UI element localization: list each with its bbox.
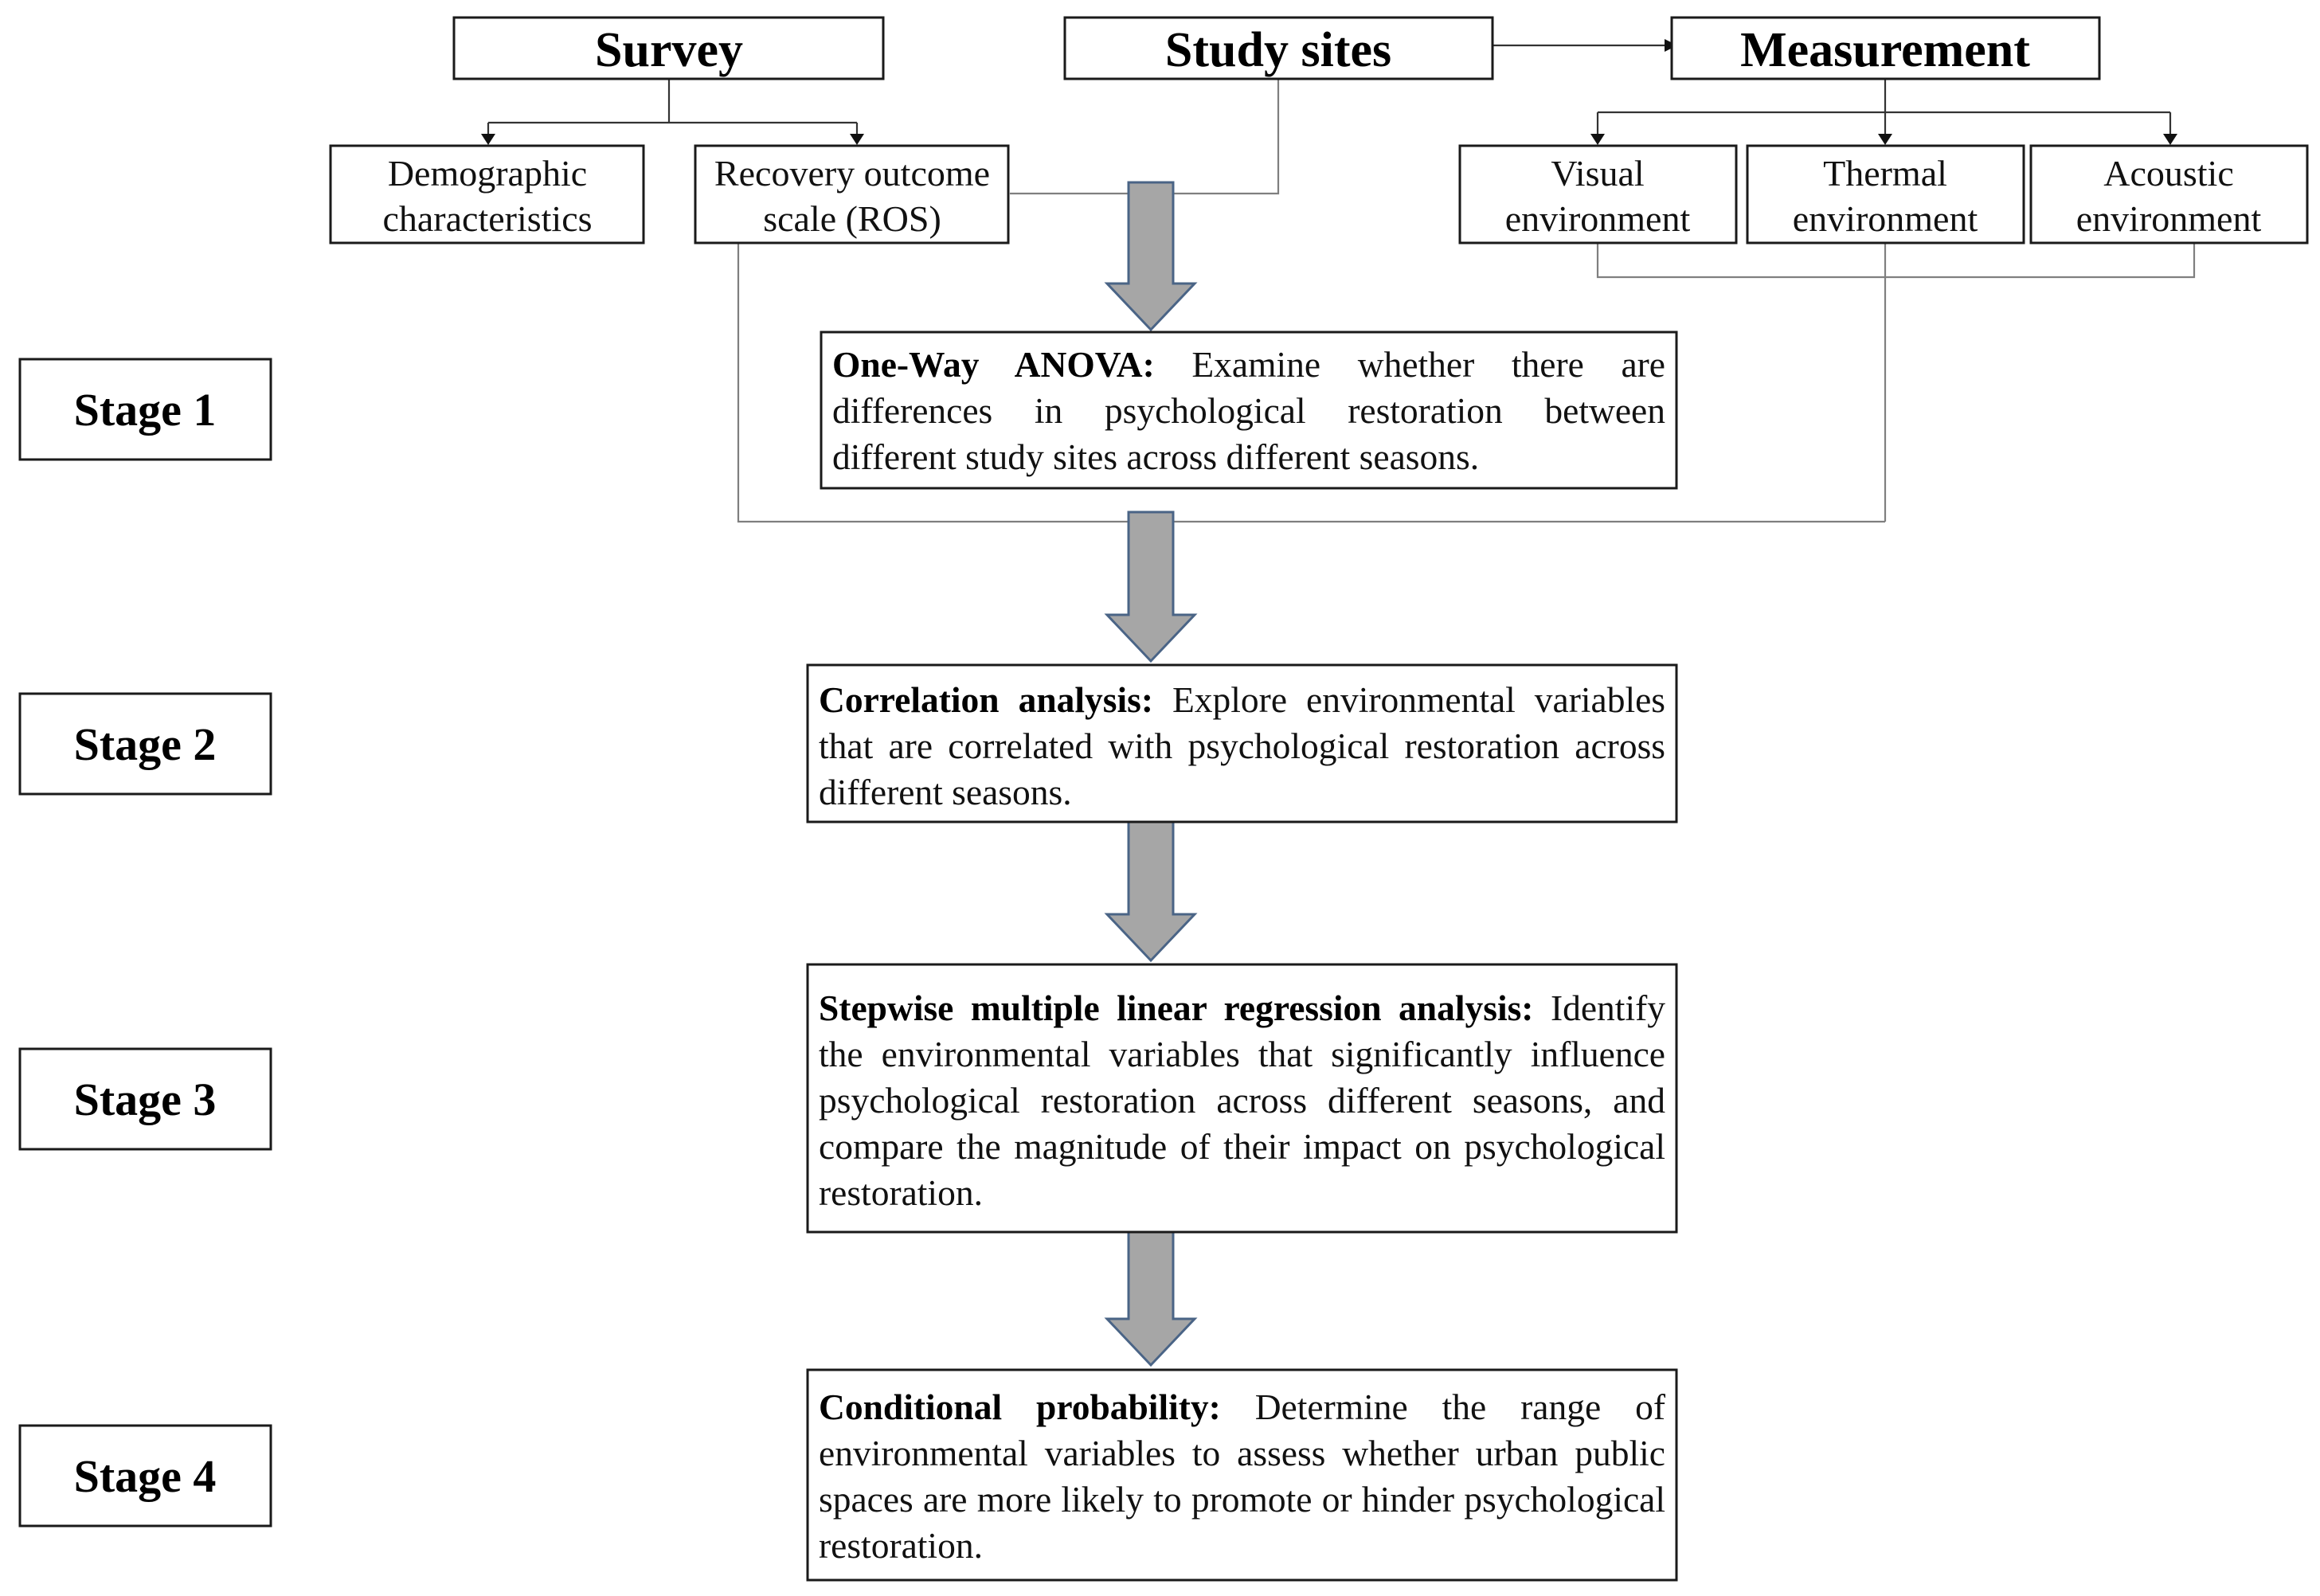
stage2-box: Stage 2 (18, 692, 272, 796)
stage4-method: Conditional probability: (819, 1387, 1221, 1427)
study-sites-connector (1010, 80, 1280, 195)
flow-arrow-1 (1104, 181, 1198, 332)
stage2-input-bracket (737, 244, 1885, 523)
survey-label: Survey (595, 23, 743, 77)
arrowhead-visual (1590, 134, 1605, 145)
thermal-label-line1: Thermal (1823, 153, 1947, 194)
survey-connector (487, 80, 859, 137)
stage1-text: Examine whether there are differences in… (832, 344, 1665, 477)
stage4-description-box (806, 1368, 1678, 1582)
stage2-text: Explore environmental variables that are… (819, 679, 1666, 812)
demographic-label-line1: Demographic (388, 153, 587, 194)
arrowhead-ros (850, 134, 864, 145)
flow-arrow-4 (1104, 1219, 1198, 1367)
stage1-label: Stage 1 (74, 384, 217, 436)
arrowhead-demographic (481, 134, 495, 145)
survey-box: Survey (452, 16, 885, 80)
stage3-text: Identify the environmental variables tha… (819, 988, 1665, 1213)
stage3-method: Stepwise multiple linear regression anal… (819, 988, 1534, 1028)
stage2-description-box (806, 663, 1678, 823)
stage4-text: Determine the range of environmental var… (819, 1387, 1665, 1566)
stage2-method: Correlation analysis: (819, 679, 1153, 720)
measurement-label: Measurement (1740, 23, 2030, 77)
arrowhead-acoustic (2163, 134, 2177, 145)
visual-label-line1: Visual (1551, 153, 1644, 194)
acoustic-environment-box: Acoustic environment (2029, 144, 2309, 244)
stage1-method: One-Way ANOVA: (832, 344, 1155, 385)
thermal-label-line2: environment (1793, 198, 1978, 239)
stage1-description-box (820, 331, 1678, 490)
measurement-box: Measurement (1670, 16, 2101, 80)
flow-arrow-3 (1104, 812, 1198, 963)
flow-arrow-2 (1104, 510, 1198, 663)
stage1-description: One-Way ANOVA: Examine whether there are… (821, 342, 1676, 480)
measurement-connector (1596, 80, 2172, 135)
thermal-environment-box: Thermal environment (1746, 144, 2025, 244)
stage3-box: Stage 3 (18, 1047, 272, 1151)
stage4-label: Stage 4 (74, 1450, 217, 1502)
ros-box: Recovery outcome scale (ROS) (694, 144, 1010, 244)
ros-label-line1: Recovery outcome (714, 153, 990, 194)
ros-label-line2: scale (ROS) (763, 198, 941, 239)
acoustic-label-line2: environment (2076, 198, 2262, 239)
stage2-label: Stage 2 (74, 718, 217, 770)
study-sites-label: Study sites (1165, 23, 1391, 77)
environment-bracket (1596, 244, 2196, 522)
visual-environment-box: Visual environment (1458, 144, 1738, 244)
demographic-label-line2: characteristics (382, 198, 592, 239)
study-sites-box: Study sites (1063, 16, 1494, 80)
acoustic-label-line1: Acoustic (2103, 153, 2234, 194)
stage1-box: Stage 1 (18, 358, 272, 461)
arrowhead-thermal (1878, 134, 1892, 145)
visual-label-line2: environment (1505, 198, 1691, 239)
stage4-box: Stage 4 (18, 1424, 272, 1528)
stage3-description: Stepwise multiple linear regression anal… (808, 985, 1676, 1216)
demographic-box: Demographic characteristics (329, 144, 645, 244)
stage4-description: Conditional probability: Determine the r… (808, 1384, 1676, 1569)
stage3-description-box (806, 963, 1678, 1234)
stage3-label: Stage 3 (74, 1074, 217, 1125)
stage2-description: Correlation analysis: Explore environmen… (808, 677, 1676, 816)
